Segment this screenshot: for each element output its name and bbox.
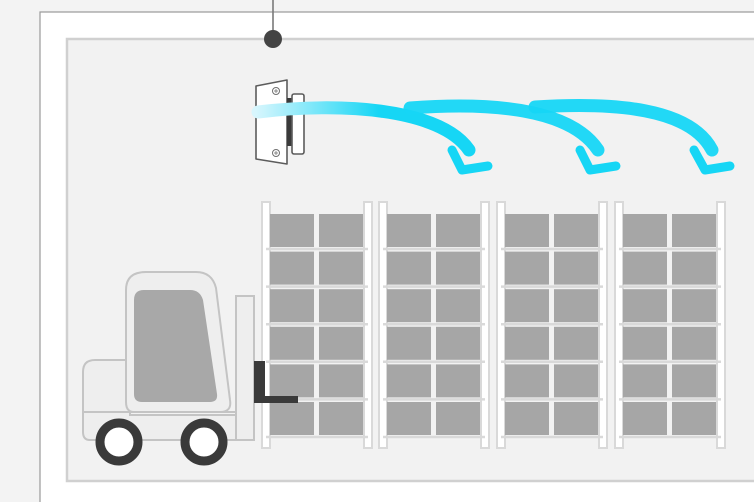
storage-box	[623, 402, 667, 435]
storage-box	[436, 402, 480, 435]
storage-box	[270, 214, 314, 247]
storage-box	[387, 214, 431, 247]
storage-box	[270, 252, 314, 285]
storage-box	[672, 364, 716, 397]
storage-box	[436, 289, 480, 322]
storage-box	[436, 327, 480, 360]
storage-box	[319, 327, 363, 360]
storage-box	[505, 364, 549, 397]
storage-box	[505, 252, 549, 285]
storage-box	[554, 214, 598, 247]
storage-box	[387, 289, 431, 322]
storage-box	[270, 327, 314, 360]
storage-box	[319, 289, 363, 322]
storage-box	[387, 252, 431, 285]
storage-box	[672, 327, 716, 360]
storage-box	[554, 252, 598, 285]
storage-box	[387, 364, 431, 397]
storage-box	[436, 252, 480, 285]
storage-box	[387, 402, 431, 435]
storage-box	[505, 327, 549, 360]
storage-box	[623, 252, 667, 285]
storage-box	[319, 214, 363, 247]
storage-box	[554, 327, 598, 360]
storage-box	[672, 402, 716, 435]
storage-box	[554, 402, 598, 435]
storage-box	[436, 364, 480, 397]
storage-box	[623, 364, 667, 397]
storage-box	[319, 364, 363, 397]
storage-box	[554, 364, 598, 397]
storage-box	[672, 289, 716, 322]
storage-box	[623, 289, 667, 322]
storage-box	[270, 402, 314, 435]
storage-box	[623, 214, 667, 247]
storage-box	[436, 214, 480, 247]
storage-box	[319, 252, 363, 285]
storage-box	[672, 214, 716, 247]
storage-box	[505, 402, 549, 435]
storage-box	[270, 289, 314, 322]
storage-box	[623, 327, 667, 360]
storage-box	[270, 364, 314, 397]
storage-box	[319, 402, 363, 435]
storage-box	[672, 252, 716, 285]
storage-box	[387, 327, 431, 360]
storage-box	[505, 289, 549, 322]
storage-box	[505, 214, 549, 247]
storage-box	[554, 289, 598, 322]
